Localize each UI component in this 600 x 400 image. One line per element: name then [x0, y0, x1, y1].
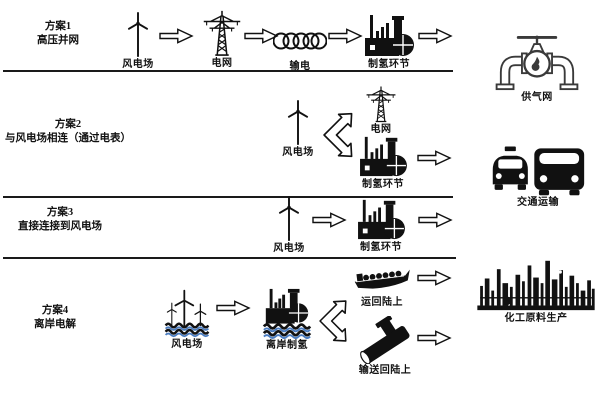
wind-farm-label: 风电场: [122, 59, 154, 70]
branch-arrow-icon: [322, 104, 356, 166]
scheme-1-title: 方案1 高压并网: [8, 20, 108, 47]
node-offshore-hydrogen: 离岸制氢: [258, 287, 316, 352]
transport-label: 交通运输: [517, 197, 559, 208]
node-hydrogen-2: 制氢环节: [355, 134, 411, 191]
arrow-right-icon: [215, 300, 251, 316]
node-wind-farm-2: 风电场: [273, 100, 323, 159]
node-hydrogen-1: 制氢环节: [361, 12, 417, 71]
grid-label: 电网: [211, 58, 233, 69]
scheme-3-line2: 直接连接到风电场: [18, 220, 102, 232]
node-ship-to-shore: 运回陆上: [351, 262, 413, 309]
arrow-right-icon: [327, 28, 363, 44]
offshore-wind-icon: [162, 288, 212, 338]
node-wind-farm-3: 风电场: [264, 196, 314, 255]
chemical-label: 化工原料生产: [504, 313, 568, 324]
coil-icon: [273, 28, 327, 54]
transmission-tower-icon: [361, 85, 401, 123]
wind-turbine-icon: [118, 12, 158, 58]
scheme-2-line1: 方案2: [54, 119, 82, 130]
arrow-right-icon: [158, 28, 194, 44]
scheme-2-line2: 与风电场相连（通过电表）: [5, 132, 131, 144]
node-grid-1: 电网: [197, 9, 247, 70]
node-chemical-production: 化工原料生产: [474, 258, 598, 325]
offshore-plant-icon: [261, 287, 313, 339]
scheme-1-line1: 方案1: [44, 21, 72, 32]
arrow-right-icon: [416, 270, 452, 286]
node-grid-2: 电网: [359, 85, 403, 136]
arrow-right-icon: [417, 212, 453, 228]
scheme-3-line1: 方案3: [46, 207, 74, 218]
hydrogen-plant-icon: [355, 197, 407, 241]
ship-to-shore-label: 运回陆上: [361, 297, 403, 308]
scheme-4-line2: 离岸电解: [34, 318, 76, 330]
node-gas-network: 供气网: [487, 29, 587, 104]
grid-label: 电网: [370, 124, 392, 135]
row-divider-1: [3, 70, 453, 72]
row-divider-3: [3, 257, 456, 259]
pipe-valve-icon: [489, 29, 585, 91]
branch-arrow-icon: [317, 292, 351, 350]
node-pipe-to-shore: 输送回陆上: [357, 316, 413, 377]
node-offshore-wind-farm: 风电场: [161, 288, 213, 351]
scheme-1-line2: 高压并网: [37, 34, 79, 46]
node-transmission: 输电: [271, 20, 329, 73]
taxi-bus-icon: [490, 145, 586, 196]
pipeline-icon: [359, 316, 411, 364]
arrow-right-icon: [417, 28, 453, 44]
hydrogen-label: 制氢环节: [368, 59, 410, 70]
scheme-2-title: 方案2 与风电场相连（通过电表）: [0, 118, 136, 145]
hydrogen-plant-icon: [357, 134, 409, 178]
node-hydrogen-3: 制氢环节: [353, 197, 409, 254]
wind-farm-label: 风电场: [282, 147, 314, 158]
hydrogen-label: 制氢环节: [362, 179, 404, 190]
arrow-right-icon: [416, 330, 452, 346]
node-transport: 交通运输: [487, 145, 589, 209]
hydrogen-plant-icon: [363, 12, 415, 58]
transmission-tower-icon: [200, 9, 244, 57]
transmission-label: 输电: [289, 61, 311, 72]
tanker-ship-icon: [352, 262, 412, 296]
arrow-right-icon: [416, 150, 452, 166]
wind-turbine-icon: [278, 100, 318, 146]
scheme-4-line1: 方案4: [41, 305, 69, 316]
chemical-plant-icon: [474, 258, 598, 312]
hydrogen-label: 制氢环节: [360, 242, 402, 253]
scheme-3-title: 方案3 直接连接到风电场: [0, 206, 120, 233]
scheme-4-title: 方案4 离岸电解: [5, 304, 105, 331]
arrow-right-icon: [311, 212, 347, 228]
wind-farm-label: 风电场: [171, 339, 203, 350]
node-wind-farm-1: 风电场: [113, 12, 163, 71]
wind-turbine-icon: [269, 196, 309, 242]
pipe-to-shore-label: 输送回陆上: [358, 365, 412, 376]
wind-farm-label: 风电场: [273, 243, 305, 254]
row-divider-2: [3, 196, 453, 198]
gas-network-label: 供气网: [521, 92, 553, 103]
offshore-hydrogen-label: 离岸制氢: [266, 340, 308, 351]
